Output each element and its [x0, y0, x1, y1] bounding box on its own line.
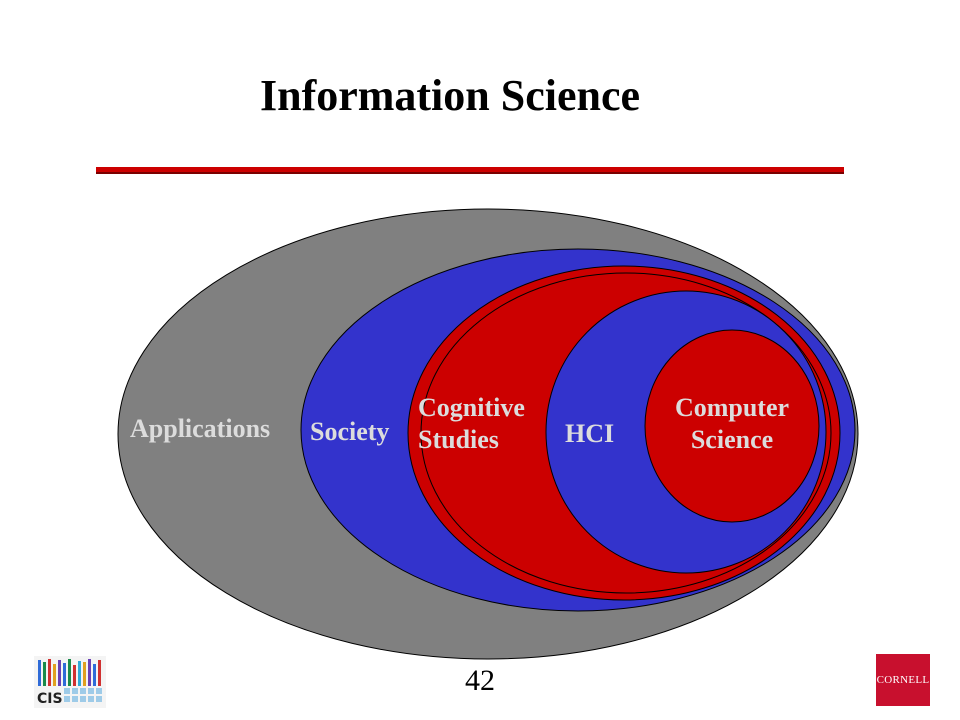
computer-science-region	[644, 329, 820, 523]
label-computer-science: Computer Science	[648, 392, 816, 456]
label-computer-science-line1: Computer	[674, 393, 790, 422]
cornell-logo: CORNELL	[876, 654, 930, 706]
label-cognitive-studies-line2: Studies	[418, 425, 499, 454]
page-number: 42	[465, 664, 495, 697]
label-cognitive-studies: Cognitive Studies	[418, 392, 525, 456]
title-underline	[96, 167, 844, 174]
label-hci: HCI	[565, 419, 615, 448]
label-society: Society	[310, 417, 390, 446]
slide-title: Information Science	[259, 71, 641, 120]
label-applications: Applications	[130, 414, 271, 443]
cis-logo-text: CIS	[37, 691, 63, 707]
cornell-logo-text: CORNELL	[876, 674, 930, 686]
label-cognitive-studies-line1: Cognitive	[418, 393, 525, 422]
cognitive-studies-inner-ring	[420, 272, 832, 594]
cis-logo: CIS	[34, 656, 106, 708]
label-computer-science-line2: Science	[690, 425, 774, 454]
